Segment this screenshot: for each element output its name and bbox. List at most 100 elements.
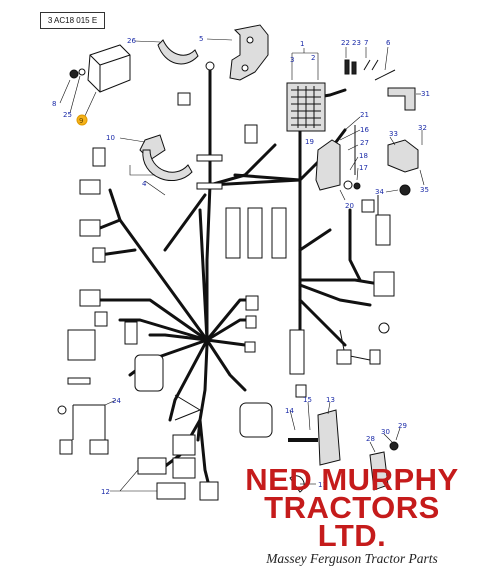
relay-12b xyxy=(156,482,186,500)
relay-base xyxy=(67,329,96,361)
callout-9: 9 xyxy=(79,117,83,125)
bracket-31 xyxy=(387,87,416,111)
grommet-2 xyxy=(196,182,223,190)
callout-16: 16 xyxy=(360,126,369,134)
brand-tagline: Massey Ferguson Tractor Parts xyxy=(266,551,438,566)
callout-27: 27 xyxy=(360,139,369,147)
terminal-block-3 xyxy=(271,207,287,259)
callout-23: 23 xyxy=(352,39,361,47)
brand-logo: NED MURPHY TRACTORS LTD. Massey Ferguson… xyxy=(226,462,478,567)
parts-diagram: 1 2 3 4 5 6 7 8 9 10 11 12 13 14 15 16 1… xyxy=(52,24,430,501)
block-2 xyxy=(172,457,196,479)
clip xyxy=(57,405,67,415)
callout-33: 33 xyxy=(389,130,398,138)
callout-10: 10 xyxy=(106,134,115,142)
bracket-19 xyxy=(315,139,341,191)
callout-2: 2 xyxy=(311,54,315,62)
terminal-7 xyxy=(363,59,379,71)
highlight-marker-9 xyxy=(76,114,88,126)
bulb xyxy=(378,322,390,334)
grommet-3 xyxy=(67,377,91,385)
callout-17: 17 xyxy=(359,164,368,172)
clamp-11 xyxy=(289,475,305,493)
callout-13: 13 xyxy=(326,396,335,404)
callout-34: 34 xyxy=(375,188,384,196)
callout-24: 24 xyxy=(112,397,121,405)
callout-numbers: 1 2 3 4 5 6 7 8 9 10 11 12 13 14 15 16 1… xyxy=(52,35,430,496)
plug-9 xyxy=(244,341,256,353)
relay-part xyxy=(69,44,131,93)
callout-29: 29 xyxy=(398,422,407,430)
callout-25: 25 xyxy=(63,111,72,119)
callout-6: 6 xyxy=(386,39,391,47)
callout-26: 26 xyxy=(127,37,136,45)
round-connector-2 xyxy=(239,402,273,438)
terminal-block-1 xyxy=(225,207,241,259)
plug-10 xyxy=(59,439,73,455)
wiring-harness-drawing: 1 2 3 4 5 6 7 8 9 10 11 12 13 14 15 16 1… xyxy=(52,24,430,501)
plug-right xyxy=(336,349,352,365)
clamp-1 xyxy=(142,149,193,181)
block-3 xyxy=(199,481,219,501)
callout-35: 35 xyxy=(420,186,429,194)
plug-20 xyxy=(361,199,375,213)
callout-30: 30 xyxy=(381,428,390,436)
relay-12a xyxy=(137,457,167,475)
block-1 xyxy=(172,434,196,456)
callout-31: 31 xyxy=(421,90,430,98)
callout-12: 12 xyxy=(101,488,110,496)
ring-terminal xyxy=(205,61,215,71)
callout-28: 28 xyxy=(366,435,375,443)
callout-21: 21 xyxy=(360,111,369,119)
terminal-6 xyxy=(374,69,396,81)
callout-15: 15 xyxy=(303,396,312,404)
round-connector xyxy=(134,354,164,392)
plug-6 xyxy=(124,321,138,345)
clamp-26 xyxy=(157,39,199,65)
callout-11: 11 xyxy=(318,481,327,489)
connector-22 xyxy=(344,59,350,75)
callout-20: 20 xyxy=(345,202,354,210)
block-right-2 xyxy=(373,271,395,297)
diagram-code-label: 3 AC18 015 E xyxy=(40,12,105,29)
fusebox-2 xyxy=(286,82,326,132)
callout-14: 14 xyxy=(285,407,294,415)
plug-3 xyxy=(92,247,106,263)
sensor-plug xyxy=(177,92,191,106)
brand-name-line1: NED MURPHY xyxy=(245,462,459,497)
plug-bottom xyxy=(295,384,307,398)
plug-connector xyxy=(244,124,258,144)
callout-4: 4 xyxy=(142,180,147,188)
multi-plug-1 xyxy=(79,179,101,195)
nut-29 xyxy=(389,441,399,451)
plug-7 xyxy=(245,295,259,311)
callout-3: 3 xyxy=(290,56,294,64)
callout-1: 1 xyxy=(300,40,304,48)
leader-lines xyxy=(59,38,425,492)
callout-7: 7 xyxy=(364,39,368,47)
callout-18: 18 xyxy=(359,152,368,160)
multi-plug-2 xyxy=(79,219,101,237)
bracket-28 xyxy=(369,451,389,491)
callout-5: 5 xyxy=(199,35,203,43)
terminal-block-4 xyxy=(289,329,305,375)
plug-5 xyxy=(94,311,108,327)
cap xyxy=(92,147,106,167)
grommet xyxy=(196,154,223,162)
callout-19: 19 xyxy=(305,138,314,146)
callout-22: 22 xyxy=(341,39,350,47)
nut-34 xyxy=(399,184,411,196)
nut-17 xyxy=(353,182,361,190)
solenoid-33 xyxy=(387,139,419,173)
plug-8 xyxy=(245,315,257,329)
bracket-13 xyxy=(317,409,341,466)
block-right xyxy=(375,214,391,246)
connector-22b xyxy=(351,61,357,75)
plug-right-2 xyxy=(369,349,381,365)
washer-18 xyxy=(343,180,353,190)
multi-plug-4 xyxy=(79,289,101,307)
callout-32: 32 xyxy=(418,124,427,132)
plug-11 xyxy=(89,439,109,455)
callout-8: 8 xyxy=(52,100,56,108)
brand-name-line2: TRACTORS LTD. xyxy=(264,490,440,553)
